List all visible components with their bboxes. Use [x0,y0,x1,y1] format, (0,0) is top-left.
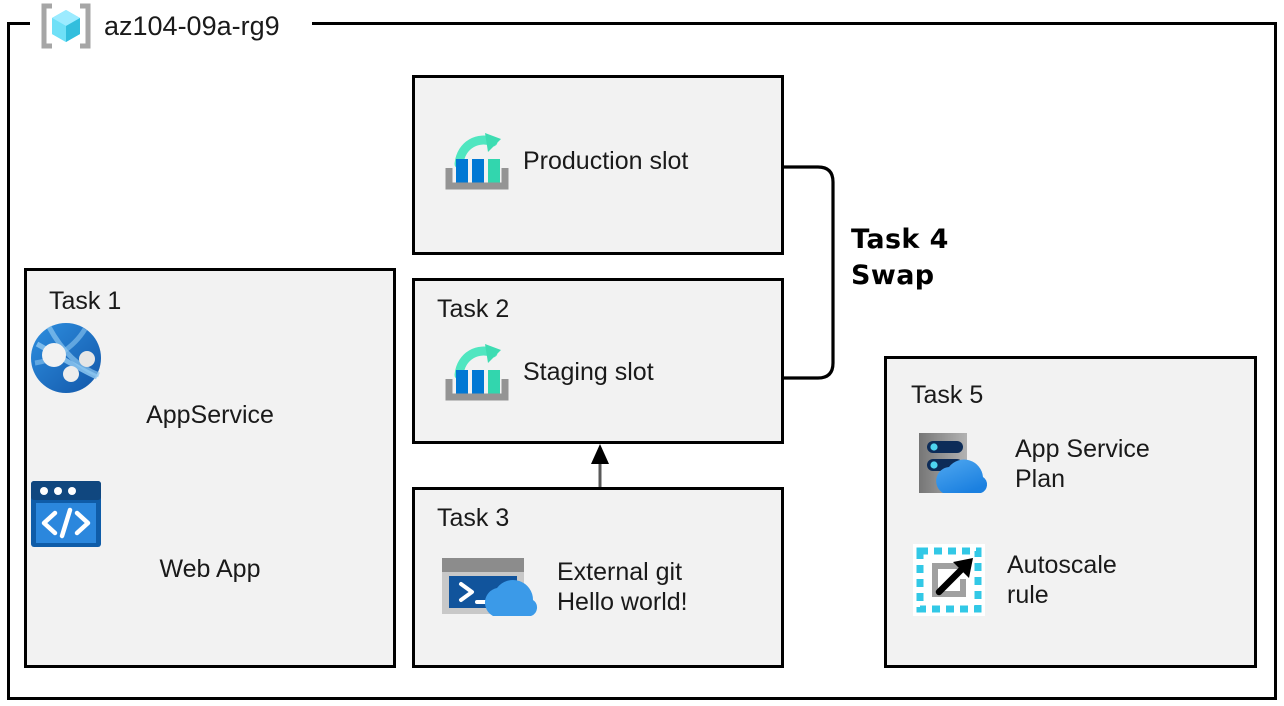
resource-group-frame [7,22,1277,700]
task1-item-appservice: AppService [27,319,393,430]
external-git-label: External git Hello world! [557,557,688,617]
production-slot-item: Production slot [443,130,688,192]
autoscale-rule-icon [913,544,985,616]
task1-item-webapp: Web App [27,479,393,584]
task1-box: Task 1 AppService [24,268,396,668]
task3-item-external-git: External git Hello world! [439,552,688,622]
deployment-slot-icon [443,130,509,192]
task1-title: Task 1 [49,287,122,315]
app-service-plan-icon [913,429,993,499]
task5-title: Task 5 [911,381,984,409]
app-service-globe-icon [27,319,393,397]
task2-item-staging-slot: Staging slot [443,341,654,403]
app-service-plan-label: App Service Plan [1015,434,1150,494]
resource-group-name: az104-09a-rg9 [104,10,280,41]
resource-group-cube-icon [38,2,94,50]
app-service-label: AppService [146,401,274,429]
task2-title: Task 2 [437,295,510,323]
task2-box: Task 2 Staging slot [412,278,784,444]
task5-item-app-service-plan: App Service Plan [913,429,1150,499]
web-app-label: Web App [159,555,261,583]
resource-group-header: az104-09a-rg9 [38,2,280,50]
task4-swap-annotation: Task 4 Swap [851,224,949,292]
task3-box: Task 3 External git Hello world! [412,487,784,668]
production-slot-box: Production slot [412,75,784,255]
deployment-slot-icon [443,341,509,403]
production-slot-label: Production slot [523,146,689,175]
autoscale-rule-label: Autoscale rule [1007,550,1117,610]
cloud-shell-terminal-icon [439,552,538,622]
staging-slot-label: Staging slot [523,357,654,386]
web-app-code-window-icon [27,479,393,549]
task3-title: Task 3 [437,504,510,532]
task5-item-autoscale-rule: Autoscale rule [913,544,1117,616]
task5-box: Task 5 [884,356,1257,668]
